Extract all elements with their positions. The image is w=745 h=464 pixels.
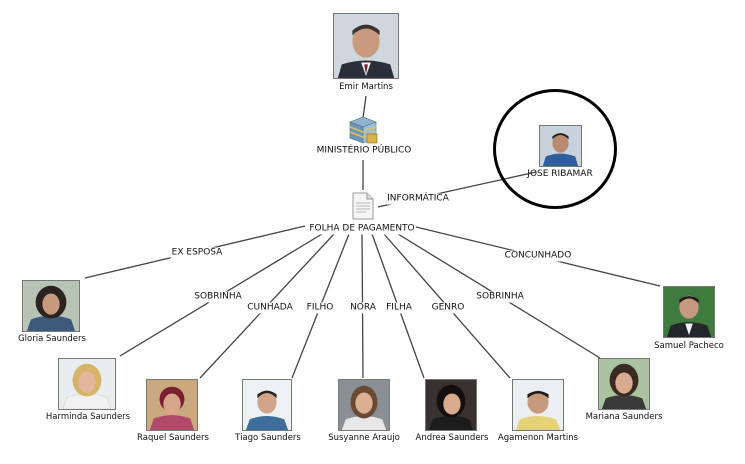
root-name: Emir Martins bbox=[339, 82, 393, 92]
portrait-image bbox=[664, 287, 714, 337]
person-name: Tiago Saunders bbox=[235, 433, 301, 443]
avatar-highlight bbox=[539, 125, 582, 167]
avatar-gloria bbox=[22, 280, 80, 332]
avatar-tiago bbox=[242, 379, 292, 431]
person-name: Gloria Saunders bbox=[18, 334, 86, 344]
hub-label-folha: FOLHA DE PAGAMENTO bbox=[308, 223, 416, 235]
relation-label: EX ESPOSA bbox=[170, 247, 224, 259]
edge-root-ministerio bbox=[362, 95, 367, 119]
person-name: Susyanne Araujo bbox=[328, 433, 400, 443]
avatar-samuel bbox=[663, 286, 715, 338]
document-icon bbox=[352, 192, 374, 220]
relation-label: SOBRINHA bbox=[475, 291, 525, 303]
person-name: Harminda Saunders bbox=[45, 412, 131, 422]
relation-label: NORA bbox=[349, 302, 377, 314]
portrait-image bbox=[243, 380, 291, 430]
relation-label: FILHO bbox=[305, 302, 335, 314]
person-name: Samuel Pacheco bbox=[654, 341, 724, 351]
portrait-image bbox=[540, 126, 581, 166]
relation-label: SOBRINHA bbox=[193, 291, 243, 303]
person-name: Raquel Saunders bbox=[137, 433, 209, 443]
person-name: Agamenon Martins bbox=[497, 433, 579, 443]
avatar-andrea bbox=[425, 379, 477, 431]
avatar-harminda bbox=[58, 358, 116, 410]
portrait-image bbox=[426, 380, 476, 430]
portrait-image bbox=[147, 380, 197, 430]
relation-label: FILHA bbox=[385, 302, 413, 314]
portrait-image bbox=[59, 359, 115, 409]
portrait-image bbox=[513, 380, 563, 430]
avatar-raquel bbox=[146, 379, 198, 431]
portrait-image bbox=[339, 380, 389, 430]
hub-label-ministerio: MINISTÉRIO PÚBLICO bbox=[315, 145, 413, 157]
portrait-image bbox=[599, 359, 649, 409]
relation-label: CUNHADA bbox=[246, 302, 294, 314]
portrait-image bbox=[23, 281, 79, 331]
avatar-mariana bbox=[598, 358, 650, 410]
relation-label: CONCUNHADO bbox=[503, 250, 573, 262]
server-stack-icon bbox=[347, 114, 379, 146]
avatar-susyanne bbox=[338, 379, 390, 431]
portrait-image bbox=[334, 14, 398, 78]
person-name: Andrea Saunders bbox=[415, 433, 489, 443]
avatar-agamenon bbox=[512, 379, 564, 431]
relation-label: GENRO bbox=[430, 302, 466, 314]
avatar-root bbox=[333, 13, 399, 79]
person-name: Mariana Saunders bbox=[585, 412, 663, 422]
highlight-circle bbox=[493, 89, 617, 209]
relation-label-informatica: INFORMÁTICA bbox=[386, 193, 450, 205]
highlight-name: JOSE RIBAMAR bbox=[527, 169, 593, 179]
